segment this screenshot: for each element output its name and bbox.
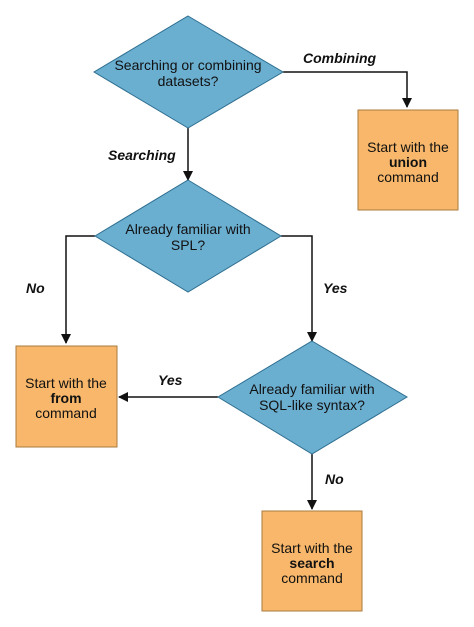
process-search-keyword: search <box>289 555 334 571</box>
edge-yes-spl <box>281 235 317 342</box>
edge-label-yes-sql: Yes <box>158 372 183 388</box>
decision-familiar-with-spl: Already familiar with SPL? <box>94 179 282 293</box>
edge-label-no-spl: No <box>26 280 45 296</box>
process-from: Start with the from command <box>15 345 118 448</box>
process-search-line-1: Start with the <box>271 540 353 556</box>
edge-label-no-sql: No <box>325 471 344 487</box>
process-union-line-1: Start with the <box>367 139 449 155</box>
process-from-keyword: from <box>50 390 81 406</box>
decision-2-line-1: Already familiar with <box>125 221 250 237</box>
decision-1-line-2: datasets? <box>158 73 219 89</box>
decision-familiar-with-sql: Already familiar with SQL-like syntax? <box>217 340 408 455</box>
decision-searching-or-combining: Searching or combining datasets? <box>93 15 284 129</box>
edge-label-yes-spl: Yes <box>323 280 348 296</box>
process-union: Start with the union command <box>357 109 459 211</box>
decision-2-line-2: SPL? <box>171 237 205 253</box>
process-union-keyword: union <box>389 154 427 170</box>
decision-3-line-1: Already familiar with <box>249 381 374 397</box>
process-from-line-3: command <box>35 405 96 421</box>
edge-no-spl <box>61 235 95 344</box>
process-search-line-3: command <box>281 570 342 586</box>
process-from-line-1: Start with the <box>25 375 107 391</box>
process-search: Start with the search command <box>261 510 363 612</box>
edge-combining <box>283 71 412 108</box>
edge-label-combining: Combining <box>303 50 377 66</box>
edge-label-searching: Searching <box>108 147 176 163</box>
decision-1-line-1: Searching or combining <box>114 57 261 73</box>
edges <box>61 71 412 510</box>
decision-3-line-2: SQL-like syntax? <box>259 397 365 413</box>
process-union-line-3: command <box>377 169 438 185</box>
